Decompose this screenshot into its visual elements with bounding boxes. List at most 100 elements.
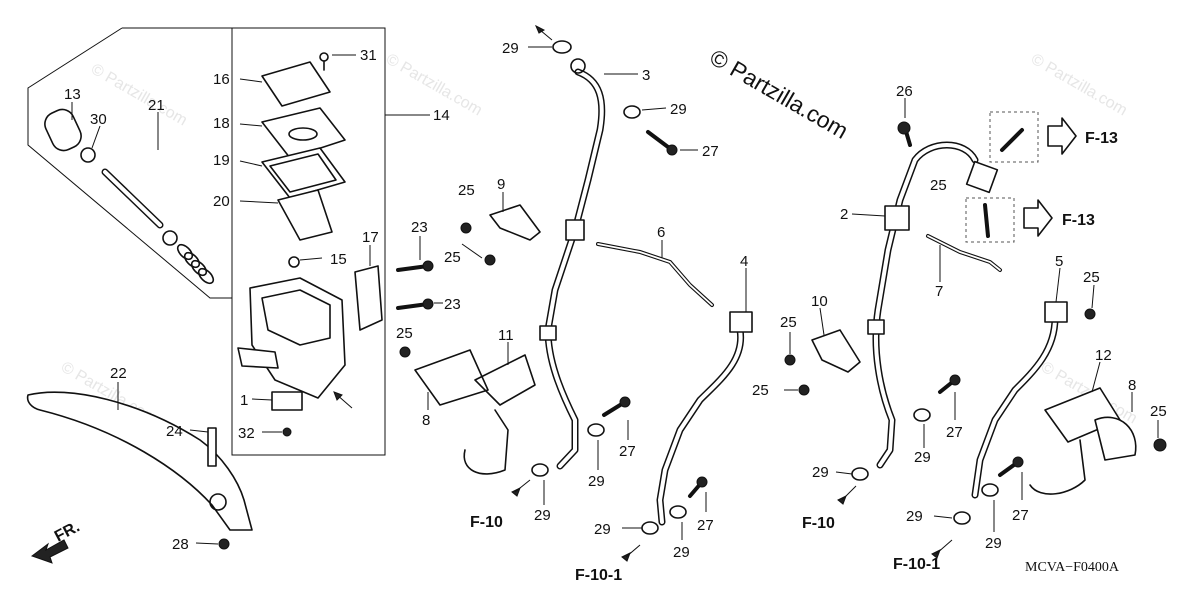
callout-24: 24 (166, 423, 183, 440)
ref-f10-1-left[interactable]: F-10-1 (575, 567, 622, 584)
callout-29-a: 29 (502, 40, 519, 57)
brackets-right (1029, 361, 1167, 495)
callout-31: 31 (360, 47, 377, 64)
callout-29-e: 29 (594, 521, 611, 538)
callout-16: 16 (213, 71, 230, 88)
callout-2: 2 (840, 206, 848, 223)
bracket-9 (489, 204, 541, 241)
callout-27-d: 27 (946, 424, 963, 441)
callout-8-left: 8 (422, 412, 430, 429)
ref-f10-right[interactable]: F-10 (802, 515, 835, 532)
callout-29-c: 29 (588, 473, 605, 490)
f13-reference-bottom (965, 197, 1053, 243)
callout-18: 18 (213, 115, 230, 132)
callout-32: 32 (238, 425, 255, 442)
brake-lever (26, 382, 253, 550)
callout-4: 4 (740, 253, 748, 270)
pipe-7 (926, 234, 1002, 282)
spring (176, 243, 215, 285)
callout-3: 3 (642, 67, 650, 84)
holder-17 (354, 265, 383, 331)
callout-25-b: 25 (444, 249, 461, 266)
callout-1: 1 (240, 392, 248, 409)
callout-29-j: 29 (985, 535, 1002, 552)
callout-27-a: 27 (702, 143, 719, 160)
callout-29-h: 29 (812, 464, 829, 481)
hose-3 (528, 24, 638, 470)
fittings-left-lower (511, 396, 708, 562)
callout-25-c: 25 (396, 325, 413, 342)
callout-21: 21 (148, 97, 165, 114)
bracket-10 (784, 307, 861, 396)
callout-6: 6 (657, 224, 665, 241)
diagram-code: MCVA−F0400A (1025, 560, 1120, 575)
washer-29-top (552, 40, 572, 54)
callout-27-b: 27 (619, 443, 636, 460)
callout-27-c: 27 (697, 517, 714, 534)
callout-17: 17 (362, 229, 379, 246)
callout-13: 13 (64, 86, 81, 103)
front-arrow-icon (30, 539, 69, 564)
bolt-24 (207, 427, 217, 467)
boot-13 (44, 108, 82, 152)
callout-29-b: 29 (670, 101, 687, 118)
callout-25-e: 25 (752, 382, 769, 399)
brackets-left (399, 192, 541, 475)
cup-seal (162, 230, 178, 246)
bolts-23 (396, 236, 443, 310)
callout-25-g: 25 (1083, 269, 1100, 286)
diaphragm-19 (261, 147, 346, 199)
callout-14: 14 (433, 107, 450, 124)
callout-25-f: 25 (930, 177, 947, 194)
callout-25-h: 25 (1150, 403, 1167, 420)
callout-5: 5 (1055, 253, 1063, 270)
switch-1 (271, 391, 303, 411)
stay-8 (463, 409, 509, 475)
f13-reference-top (989, 111, 1077, 163)
screw-31 (319, 52, 329, 62)
callout-29-i: 29 (906, 508, 923, 525)
callout-12: 12 (1095, 347, 1112, 364)
hose-2 (851, 141, 999, 469)
callout-9: 9 (497, 176, 505, 193)
piston-kit (44, 102, 215, 285)
ref-f10-left[interactable]: F-10 (470, 514, 503, 531)
partzilla-watermark: © Partzilla.com (706, 44, 853, 144)
snap-ring-30 (80, 147, 96, 163)
master-cylinder-body (237, 245, 383, 437)
reservoir-parts (239, 52, 356, 241)
washer-29-upper (623, 105, 641, 119)
callout-29-g: 29 (914, 449, 931, 466)
front-label: FR. (52, 518, 83, 545)
callout-27-e: 27 (1012, 507, 1029, 524)
front-direction-indicator: FR. (30, 518, 83, 564)
nut-28 (218, 538, 230, 550)
bolt-26 (897, 121, 911, 135)
screw-32 (282, 427, 292, 437)
callout-20: 20 (213, 193, 230, 210)
fittings-right-lower (835, 374, 1024, 559)
callout-7: 7 (935, 283, 943, 300)
callout-10: 10 (811, 293, 828, 310)
ref-f13-top[interactable]: F-13 (1085, 130, 1118, 147)
lever-22 (26, 391, 253, 531)
pipe-6 (596, 240, 714, 307)
callout-25-a: 25 (458, 182, 475, 199)
piston-kit-frame (27, 27, 232, 299)
clip-15 (288, 256, 300, 268)
callout-23-top: 23 (411, 219, 428, 236)
ref-f10-1-right[interactable]: F-10-1 (893, 556, 940, 573)
callout-30: 30 (90, 111, 107, 128)
master-cylinder-frame (122, 27, 386, 456)
ghost-watermark-3: © Partzilla.com (1028, 51, 1130, 120)
float-20 (277, 189, 333, 241)
callout-8-right: 8 (1128, 377, 1136, 394)
callout-labels: 1 2 3 4 5 6 7 8 8 9 10 11 12 13 14 15 16… (64, 40, 1167, 561)
hose-4 (656, 268, 753, 526)
callout-25-d: 25 (780, 314, 797, 331)
ref-f13-bottom[interactable]: F-13 (1062, 212, 1095, 229)
callout-22: 22 (110, 365, 127, 382)
callout-26: 26 (896, 83, 913, 100)
callout-29-f: 29 (673, 544, 690, 561)
